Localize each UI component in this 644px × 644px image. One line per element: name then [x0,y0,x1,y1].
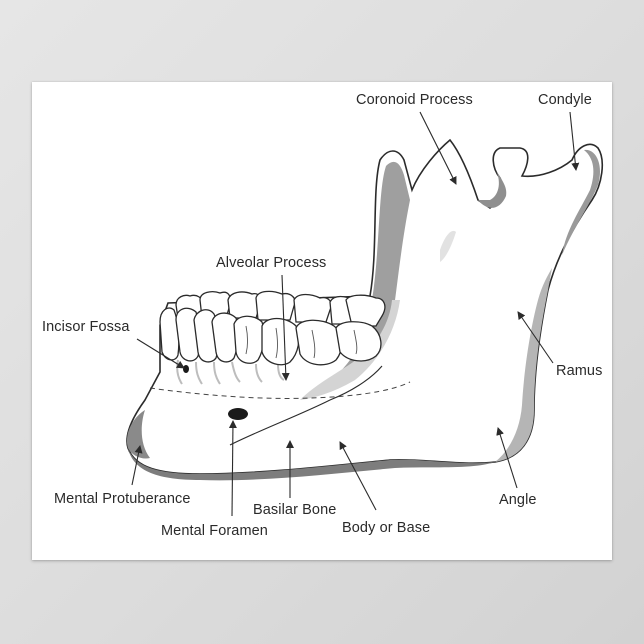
label-alveolar-process: Alveolar Process [216,255,327,271]
label-ramus: Ramus [556,363,603,379]
pointer-condyle [569,111,580,171]
label-basilar-bone: Basilar Bone [253,502,337,518]
pointer-alveolar [281,274,290,381]
label-coronoid-process: Coronoid Process [356,92,473,108]
label-condyle: Condyle [538,92,592,108]
label-angle: Angle [499,492,537,508]
label-body-or-base: Body or Base [342,520,431,536]
label-mental-foramen: Mental Foramen [161,523,268,539]
pointer-angle [496,427,518,489]
pointer-mental-foramen [228,420,237,517]
teeth [159,290,386,366]
pointer-ramus [517,311,554,364]
label-mental-protuberance: Mental Protuberance [54,491,191,507]
pointer-lines [131,111,580,517]
pointer-mental-protuberance [131,445,143,486]
pointer-body-or-base [339,441,377,511]
pointer-coronoid [419,111,457,185]
label-incisor-fossa: Incisor Fossa [42,319,130,335]
pointer-incisor-fossa [136,338,185,369]
